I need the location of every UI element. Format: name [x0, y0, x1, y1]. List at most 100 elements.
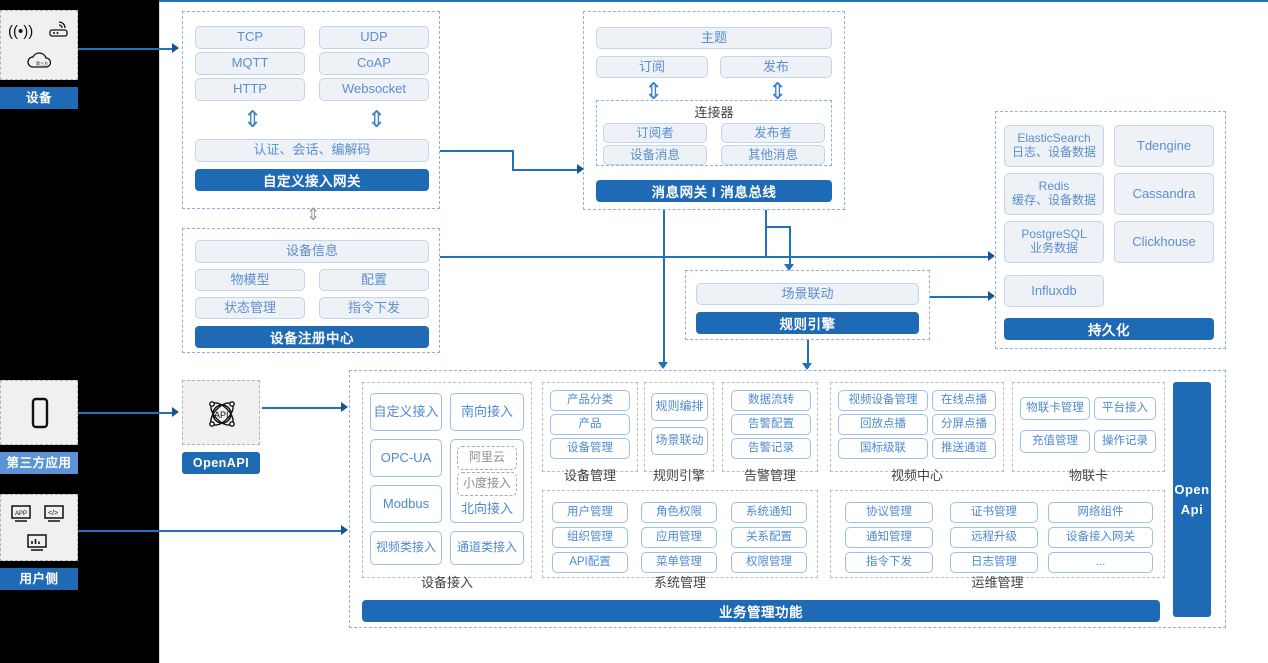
store-cassandra[interactable]: Cassandra — [1114, 173, 1214, 215]
connector-registry-persistence — [440, 256, 991, 258]
modbus[interactable]: Modbus — [370, 485, 442, 523]
updown-arrow-gray-icon: ⇕ — [306, 205, 321, 224]
rule-orchestration[interactable]: 规则编排 — [651, 393, 708, 421]
protocol-management[interactable]: 协议管理 — [845, 502, 933, 523]
publisher[interactable]: 发布者 — [721, 123, 825, 143]
auth-session-codec[interactable]: 认证、会话、编解码 — [195, 139, 429, 162]
app-management[interactable]: 应用管理 — [641, 527, 717, 548]
alarm-record[interactable]: 告警记录 — [731, 438, 811, 459]
device-access-gateway[interactable]: 设备接入网关 — [1048, 527, 1153, 548]
protocol-tcp[interactable]: TCP — [195, 26, 305, 49]
video-device-management[interactable]: 视频设备管理 — [838, 390, 928, 411]
protocol-mqtt[interactable]: MQTT — [195, 52, 305, 75]
custom-access[interactable]: 自定义接入 — [370, 393, 442, 431]
product[interactable]: 产品 — [550, 414, 630, 435]
opc-ua[interactable]: OPC-UA — [370, 439, 442, 477]
system-mgmt-caption: 系统管理 — [653, 575, 706, 590]
gb-cascade[interactable]: 国标级联 — [838, 438, 928, 459]
third-party-icon-box — [0, 380, 78, 445]
iot-card-caption: 物联卡 — [1068, 468, 1108, 483]
operation-record[interactable]: 操作记录 — [1094, 430, 1156, 453]
online-playback[interactable]: 在线点播 — [932, 390, 996, 411]
arrow-right-icon — [988, 251, 995, 261]
thing-model[interactable]: 物模型 — [195, 269, 305, 291]
protocol-websocket[interactable]: Websocket — [319, 78, 429, 101]
more-ellipsis[interactable]: ... — [1048, 552, 1153, 573]
protocol-http[interactable]: HTTP — [195, 78, 305, 101]
product-category[interactable]: 产品分类 — [550, 390, 630, 411]
updown-arrow-icon: ⇕ — [768, 78, 788, 104]
relation-config[interactable]: 关系配置 — [731, 527, 807, 548]
role-permission[interactable]: 角色权限 — [641, 502, 717, 523]
config[interactable]: 配置 — [319, 269, 429, 291]
updown-arrow-icon: ⇕ — [367, 106, 387, 132]
permission-management[interactable]: 权限管理 — [731, 552, 807, 573]
notification-management[interactable]: 通知管理 — [845, 527, 933, 548]
store-redis[interactable]: Redis 缓存、设备数据 — [1004, 173, 1104, 215]
actor-user-side[interactable]: APP </> 用户侧 — [0, 494, 78, 590]
store-tdengine[interactable]: Tdengine — [1114, 125, 1214, 167]
publish[interactable]: 发布 — [720, 56, 832, 78]
topic[interactable]: 主题 — [596, 27, 832, 49]
log-management[interactable]: 日志管理 — [950, 552, 1038, 573]
actor-device[interactable]: ((•)) 第三方 设备 — [0, 10, 78, 109]
openapi-vertical-bar: Open Api — [1173, 382, 1211, 617]
recharge-management[interactable]: 充值管理 — [1020, 430, 1090, 453]
protocol-coap[interactable]: CoAP — [319, 52, 429, 75]
actor-third-party[interactable]: 第三方应用 — [0, 380, 78, 474]
scene-linkage-biz[interactable]: 场景联动 — [651, 427, 708, 455]
message-bus-banner: 消息网关 I 消息总线 — [596, 180, 832, 202]
split-screen-playback[interactable]: 分屏点播 — [932, 414, 996, 435]
video-access[interactable]: 视频类接入 — [370, 531, 442, 565]
network-component[interactable]: 网络组件 — [1048, 502, 1153, 523]
state-management[interactable]: 状态管理 — [195, 297, 305, 319]
replay-playback[interactable]: 回放点播 — [838, 414, 928, 435]
aliyun[interactable]: 阿里云 — [457, 446, 517, 470]
arrow-right-icon — [172, 43, 179, 53]
openapi-actor[interactable]: API OpenAPI — [182, 380, 260, 474]
certificate-management[interactable]: 证书管理 — [950, 502, 1038, 523]
store-elasticsearch[interactable]: ElasticSearch 日志、设备数据 — [1004, 125, 1104, 167]
store-clickhouse[interactable]: Clickhouse — [1114, 221, 1214, 263]
actor-label: 用户侧 — [0, 568, 78, 590]
data-flow[interactable]: 数据流转 — [731, 390, 811, 411]
device-info[interactable]: 设备信息 — [195, 240, 429, 263]
store-postgresql[interactable]: PostgreSQL 业务数据 — [1004, 221, 1104, 263]
svg-text:APP: APP — [15, 511, 27, 517]
connector-gateway-bus-c — [512, 169, 580, 171]
southbound-access[interactable]: 南向接入 — [450, 393, 524, 431]
alarm-config[interactable]: 告警配置 — [731, 414, 811, 435]
remote-upgrade[interactable]: 远程升级 — [950, 527, 1038, 548]
command-dispatch-ops[interactable]: 指令下发 — [845, 552, 933, 573]
actor-label: 设备 — [0, 87, 78, 109]
svg-text:</>: </> — [48, 510, 58, 517]
user-management[interactable]: 用户管理 — [552, 502, 628, 523]
connector-userside-business — [78, 530, 342, 532]
system-notification[interactable]: 系统通知 — [731, 502, 807, 523]
connector-gateway-bus-a — [440, 150, 513, 152]
code-window-icon: </> — [43, 504, 65, 529]
store-influxdb[interactable]: Influxdb — [1004, 275, 1104, 307]
updown-arrow-icon: ⇕ — [243, 106, 263, 132]
command-dispatch[interactable]: 指令下发 — [319, 297, 429, 319]
xiaodu-access[interactable]: 小度接入 — [457, 472, 517, 496]
push-channel[interactable]: 推送通道 — [932, 438, 996, 459]
scene-linkage[interactable]: 场景联动 — [696, 283, 919, 305]
store-desc: 业务数据 — [1029, 241, 1078, 255]
device-management[interactable]: 设备管理 — [550, 438, 630, 459]
api-config[interactable]: API配置 — [552, 552, 628, 573]
device-message[interactable]: 设备消息 — [603, 145, 707, 165]
openapi-label: OpenAPI — [182, 452, 260, 474]
arrow-right-icon — [341, 525, 348, 535]
iot-card-management[interactable]: 物联卡管理 — [1020, 397, 1090, 420]
other-message[interactable]: 其他消息 — [721, 145, 825, 165]
subscriber[interactable]: 订阅者 — [603, 123, 707, 143]
subscribe[interactable]: 订阅 — [596, 56, 708, 78]
platform-access[interactable]: 平台接入 — [1094, 397, 1156, 420]
protocol-udp[interactable]: UDP — [319, 26, 429, 49]
connector-device-gateway — [78, 48, 174, 50]
org-management[interactable]: 组织管理 — [552, 527, 628, 548]
openapi-line-2: Api — [1180, 501, 1204, 517]
channel-access[interactable]: 通道类接入 — [450, 531, 524, 565]
menu-management[interactable]: 菜单管理 — [641, 552, 717, 573]
